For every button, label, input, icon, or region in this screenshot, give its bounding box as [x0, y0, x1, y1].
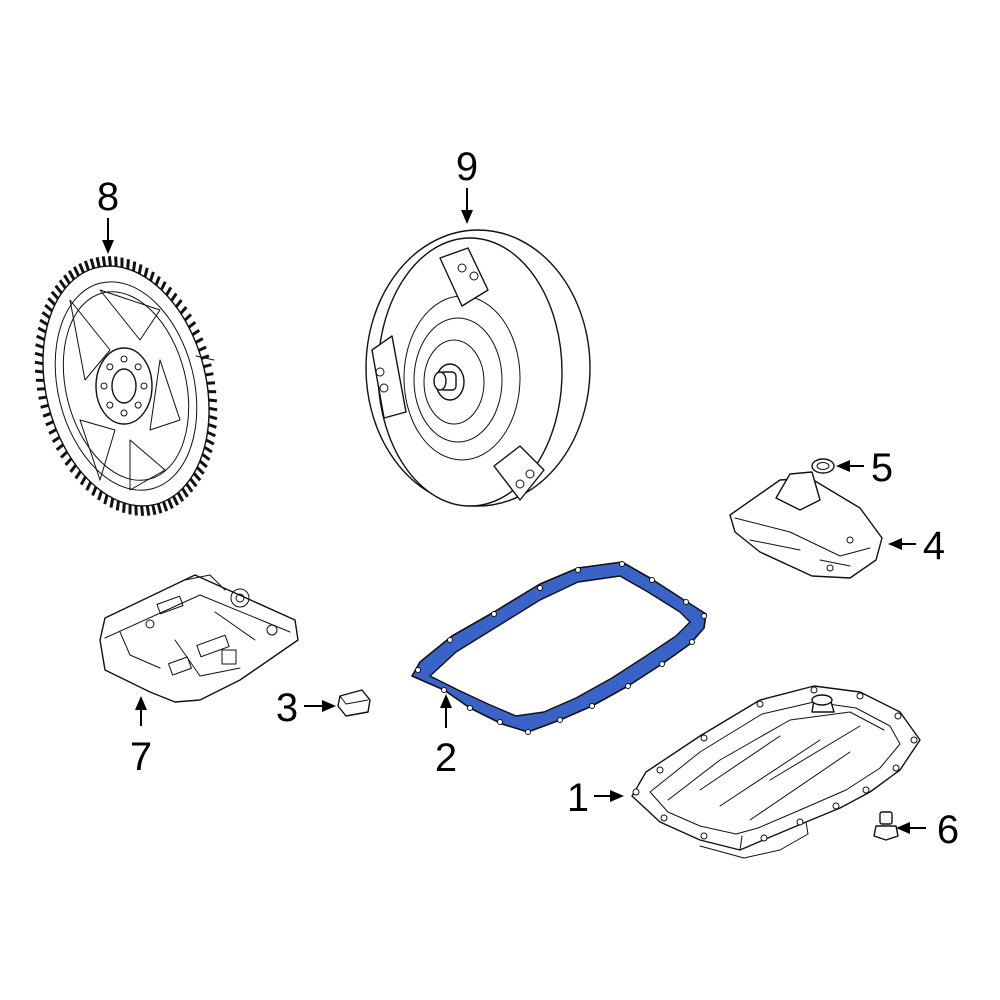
- part-6-drain-plug[interactable]: [873, 811, 899, 841]
- oil-pan-bolt-holes: [632, 686, 918, 842]
- callout-3: 3: [276, 686, 298, 730]
- callout-7: 7: [130, 735, 152, 779]
- callout-1: 1: [567, 776, 589, 820]
- part-1-oil-pan[interactable]: [631, 685, 921, 859]
- part-8-flexplate[interactable]: [19, 248, 233, 523]
- callout-2: 2: [435, 736, 457, 780]
- gasket-bolt-tabs: [415, 561, 707, 735]
- part-9-torque-converter[interactable]: [365, 229, 591, 507]
- callout-8: 8: [97, 175, 119, 219]
- part-3-seal[interactable]: [337, 689, 371, 717]
- callout-6: 6: [937, 808, 959, 852]
- part-5-o-ring[interactable]: [811, 458, 835, 474]
- part-7-valve-body[interactable]: [99, 574, 299, 703]
- callout-4: 4: [923, 524, 945, 568]
- part-2-oil-pan-gasket[interactable]: [411, 561, 707, 735]
- flexplate-ring-gear: [34, 256, 218, 516]
- part-4-filter[interactable]: [729, 471, 883, 579]
- callout-5: 5: [871, 446, 893, 490]
- callout-9: 9: [456, 145, 478, 189]
- flexplate-hub-bolts: [100, 355, 148, 417]
- callout-arrows: [102, 188, 926, 834]
